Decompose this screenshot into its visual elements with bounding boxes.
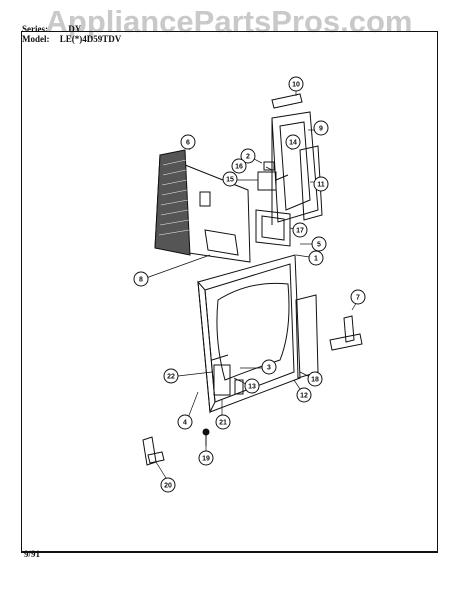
callout-5: 5 xyxy=(311,236,327,252)
callout-4: 4 xyxy=(177,414,193,430)
svg-text:20: 20 xyxy=(164,483,172,490)
callout-2: 2 xyxy=(240,148,256,164)
front-panel-part xyxy=(197,254,301,414)
callout-group: 10 9 14 6 2 16 15 11 17 5 1 8 7 3 22 18 … xyxy=(133,76,366,493)
series-label: Series: xyxy=(22,24,48,34)
svg-text:9: 9 xyxy=(319,126,323,133)
callout-20: 20 xyxy=(160,477,176,493)
callout-19: 19 xyxy=(198,450,214,466)
callout-16: 16 xyxy=(231,158,247,174)
side-bracket-part xyxy=(295,294,319,379)
svg-text:4: 4 xyxy=(183,420,187,427)
small-bracket-part xyxy=(257,161,289,191)
callout-13: 13 xyxy=(244,378,260,394)
svg-text:3: 3 xyxy=(267,365,271,372)
svg-text:15: 15 xyxy=(226,177,234,184)
footer-date: 9/91 xyxy=(24,549,41,559)
callout-1: 1 xyxy=(308,250,324,266)
svg-text:10: 10 xyxy=(292,82,300,89)
screw-part xyxy=(202,428,210,446)
svg-text:1: 1 xyxy=(314,256,318,263)
series-line: Series: DY xyxy=(22,24,81,34)
callout-3: 3 xyxy=(261,359,277,375)
svg-text:14: 14 xyxy=(289,140,297,147)
svg-text:17: 17 xyxy=(296,228,304,235)
svg-text:8: 8 xyxy=(139,277,143,284)
callout-10: 10 xyxy=(288,76,304,92)
callout-18: 18 xyxy=(307,371,323,387)
model-label: Model: xyxy=(22,34,50,44)
svg-text:11: 11 xyxy=(317,182,325,189)
callout-9: 9 xyxy=(313,120,329,136)
callout-7: 7 xyxy=(350,289,366,305)
svg-text:2: 2 xyxy=(246,154,250,161)
svg-text:18: 18 xyxy=(311,377,319,384)
model-value: LE(*)4D59TDV xyxy=(59,34,122,44)
model-line: Model: LE(*)4D59TDV xyxy=(22,34,121,44)
callout-17: 17 xyxy=(292,222,308,238)
callout-15: 15 xyxy=(222,171,238,187)
callout-8: 8 xyxy=(133,271,149,287)
svg-text:21: 21 xyxy=(219,420,227,427)
svg-text:5: 5 xyxy=(317,242,321,249)
latch-part xyxy=(142,436,165,466)
svg-text:13: 13 xyxy=(248,384,256,391)
callout-14: 14 xyxy=(285,134,301,150)
callout-21: 21 xyxy=(215,414,231,430)
watermark: AppliancePartsPros.com xyxy=(45,4,413,39)
rear-bracket-part xyxy=(271,93,323,225)
svg-text:6: 6 xyxy=(186,140,190,147)
hinge-bracket-part xyxy=(329,315,363,351)
footer-divider xyxy=(21,552,438,553)
svg-text:19: 19 xyxy=(202,456,210,463)
filter-part xyxy=(255,209,291,247)
svg-text:12: 12 xyxy=(300,393,308,400)
callout-22: 22 xyxy=(163,368,179,384)
callout-12: 12 xyxy=(296,387,312,403)
callout-11: 11 xyxy=(313,176,329,192)
diagram-frame xyxy=(21,31,438,552)
svg-text:22: 22 xyxy=(167,374,175,381)
series-value: DY xyxy=(68,24,82,34)
callout-6: 6 xyxy=(180,134,196,150)
svg-text:7: 7 xyxy=(356,295,360,302)
svg-text:16: 16 xyxy=(235,164,243,171)
